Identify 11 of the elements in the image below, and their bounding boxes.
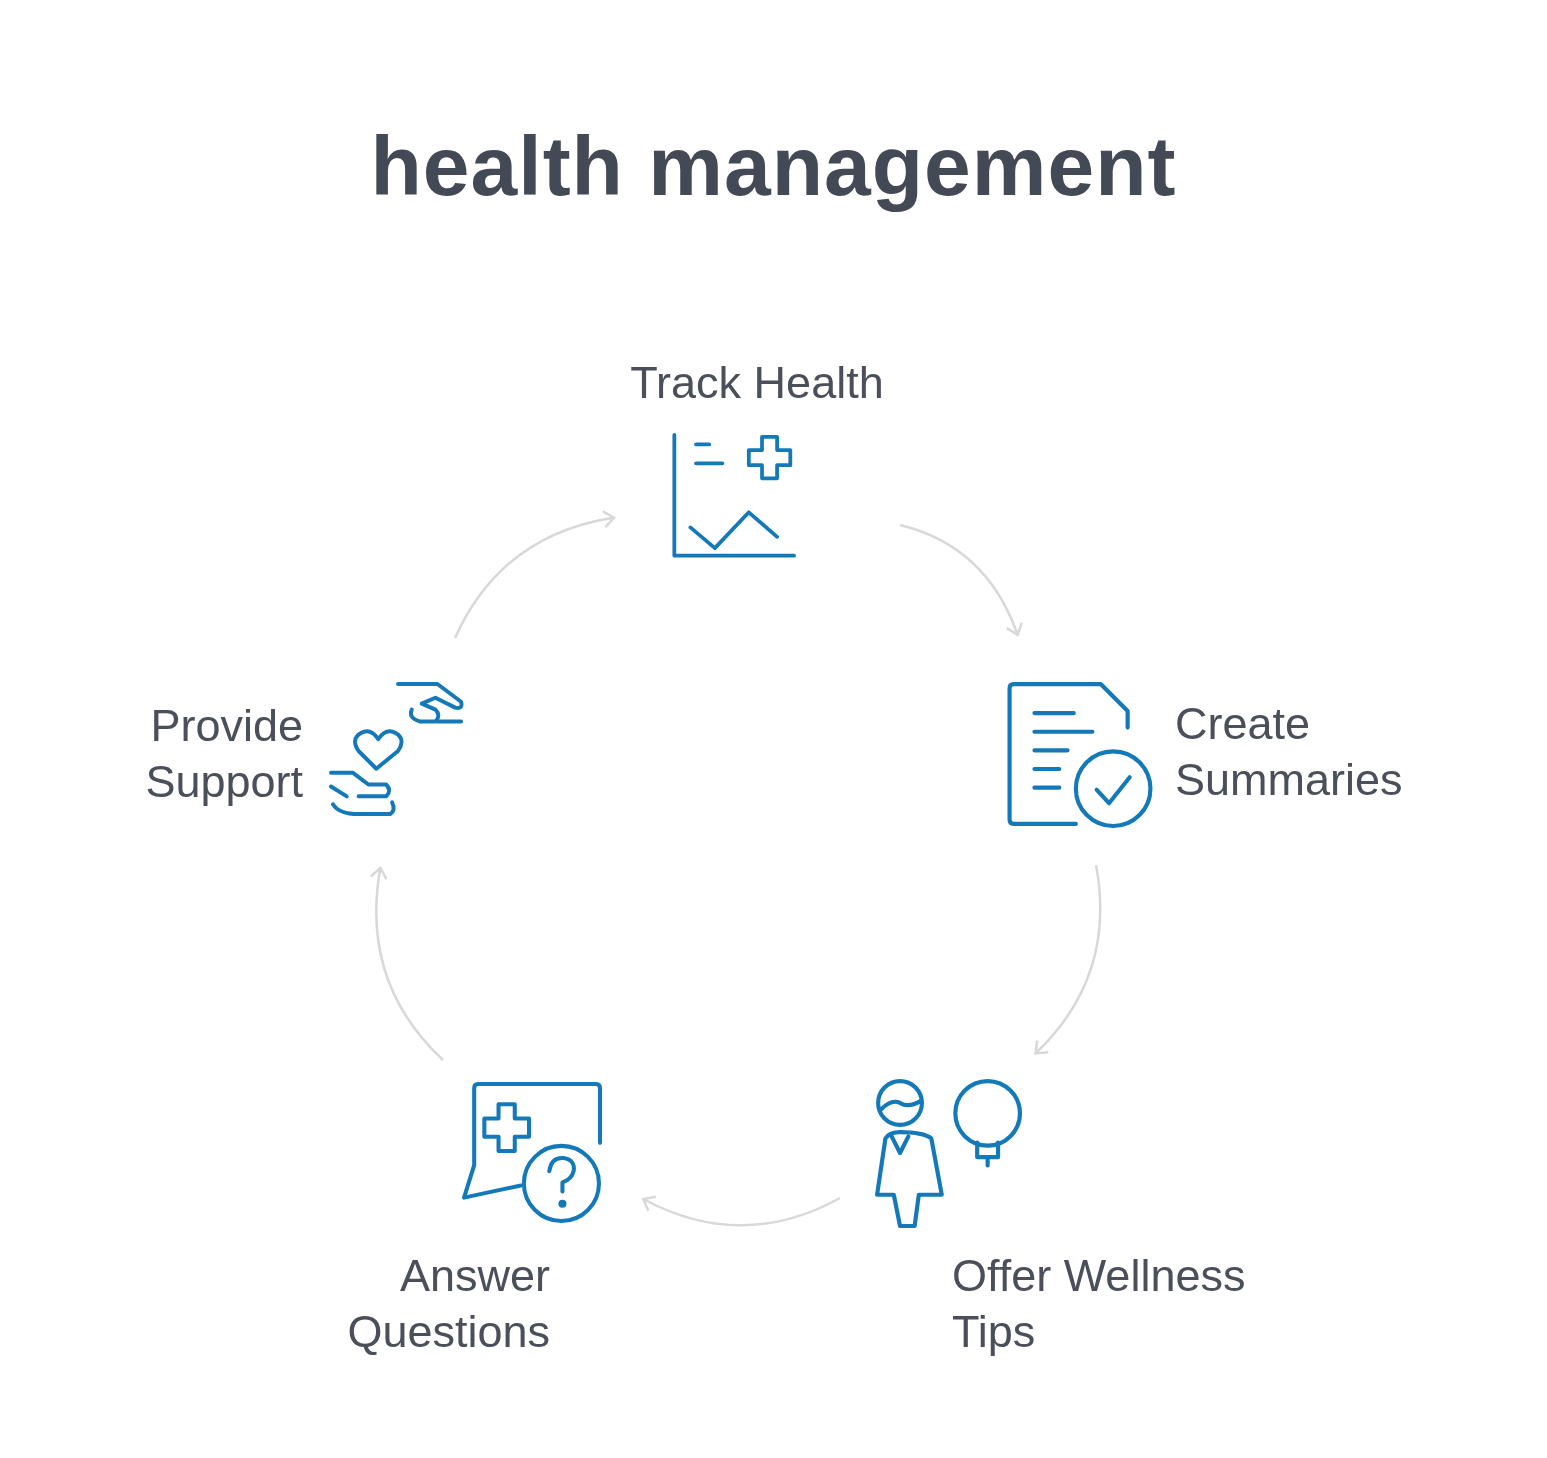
curved-arrow — [899, 523, 1023, 637]
curved-arrow — [641, 1195, 841, 1227]
step-label: Create Summaries — [1175, 697, 1404, 807]
curved-arrow — [369, 866, 444, 1061]
step-label: Track Health — [629, 356, 885, 410]
step-label: Provide Support — [144, 699, 303, 809]
curved-arrow — [453, 510, 616, 639]
step-label: Answer Questions — [346, 1249, 550, 1359]
curved-arrow — [1034, 864, 1102, 1055]
title: health management — [369, 118, 1178, 215]
step-label: Offer Wellness Tips — [952, 1249, 1247, 1359]
